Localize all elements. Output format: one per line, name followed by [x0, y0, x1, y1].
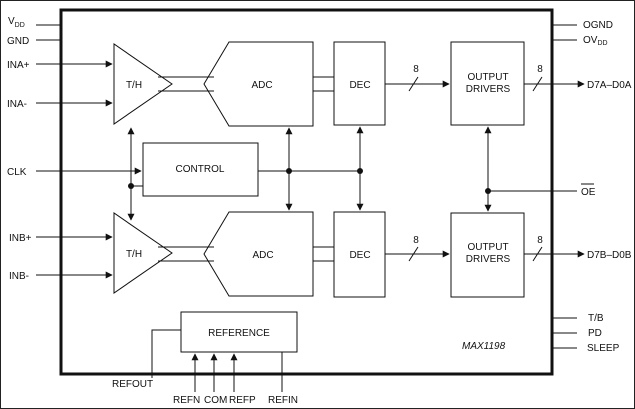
- th-a-amplifier: [113, 43, 173, 125]
- dec-b-block: [333, 211, 386, 298]
- pin-refn: REFN: [173, 395, 200, 406]
- pin-pd: PD: [588, 328, 602, 339]
- dec-b-bus-slash: [408, 246, 419, 262]
- control-label: CONTROL: [176, 164, 225, 175]
- output-a-bus-slash: [532, 76, 543, 92]
- output-drivers-b-label-1: OUTPUT: [467, 242, 508, 253]
- pin-d7a-d0a: D7A–D0A: [587, 80, 632, 91]
- output-drivers-a-block: [450, 41, 525, 126]
- output-b-bus-slash: [532, 246, 543, 262]
- dec-b-bus-width: 8: [413, 235, 419, 246]
- pin-inb-plus: INB+: [9, 233, 32, 244]
- th-a-label: T/H: [126, 80, 142, 91]
- th-b-amplifier: [113, 212, 173, 294]
- pin-refp: REFP: [229, 395, 256, 406]
- pin-refin: REFIN: [268, 395, 298, 406]
- output-b-bus-width: 8: [537, 235, 543, 246]
- control-block: [142, 142, 259, 197]
- reference-block: [180, 311, 298, 353]
- pin-ognd: OGND: [583, 20, 613, 31]
- th-b-label: T/H: [126, 249, 142, 260]
- refout-line: [151, 329, 181, 378]
- dec-a-block: [333, 41, 386, 126]
- dec-b-label: DEC: [349, 250, 370, 261]
- pin-inb-minus: INB-: [9, 271, 29, 282]
- pin-vdd: VDD: [8, 16, 25, 29]
- pin-tb: T/B: [588, 313, 604, 324]
- pin-refout: REFOUT: [112, 379, 153, 390]
- reference-label: REFERENCE: [208, 328, 270, 339]
- pin-com: COM: [204, 395, 227, 406]
- pin-ina-minus: INA-: [7, 99, 27, 110]
- th-control-junction: [128, 183, 134, 189]
- output-a-bus-width: 8: [537, 64, 543, 75]
- dec-a-bus-width: 8: [413, 64, 419, 75]
- output-drivers-a-label-2: DRIVERS: [466, 84, 511, 95]
- dec-a-label: DEC: [349, 80, 370, 91]
- adc-b-label: ADC: [252, 250, 273, 261]
- pin-oe: OE: [581, 187, 596, 198]
- pin-gnd: GND: [7, 36, 29, 47]
- pin-d7b-d0b: D7B–D0B: [587, 250, 632, 261]
- adc-a-label: ADC: [251, 80, 272, 91]
- chip-outline: [59, 8, 554, 376]
- pin-sleep: SLEEP: [587, 343, 620, 354]
- dec-a-bus-slash: [408, 76, 419, 92]
- pin-clk: CLK: [7, 167, 27, 178]
- adc-control-junction: [286, 168, 292, 174]
- dec-control-junction: [357, 168, 363, 174]
- part-number: MAX1198: [462, 341, 506, 352]
- pin-ovdd: OVDD: [583, 35, 608, 47]
- output-drivers-a-label-1: OUTPUT: [467, 72, 508, 83]
- oe-junction: [485, 188, 491, 194]
- output-drivers-b-block: [450, 212, 525, 298]
- pin-ina-plus: INA+: [7, 60, 30, 71]
- output-drivers-b-label-2: DRIVERS: [466, 254, 511, 265]
